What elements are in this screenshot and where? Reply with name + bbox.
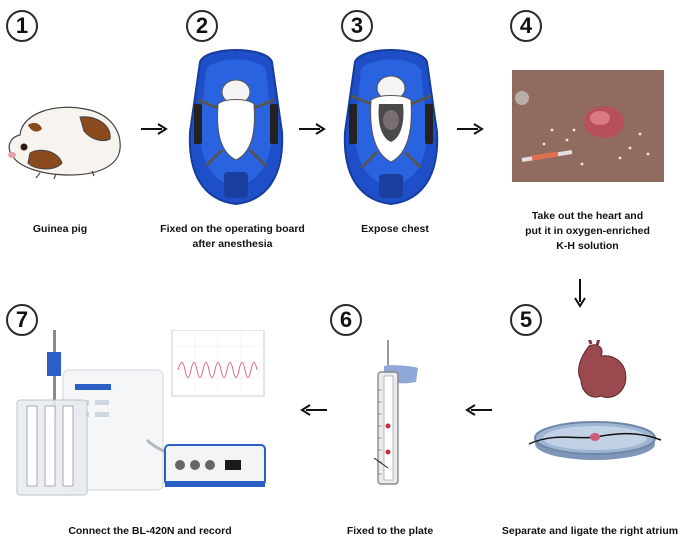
step-3-number: 3 <box>341 10 373 42</box>
step-5-label: Separate and ligate the right atrium <box>501 525 679 537</box>
arrow-right-icon <box>141 123 168 135</box>
step-1-number: 1 <box>6 10 38 42</box>
organ-bath-tube-illustration <box>373 340 418 485</box>
arrow-left-icon <box>465 404 492 416</box>
step-5-number: 5 <box>510 304 542 336</box>
step-7-number: 7 <box>6 304 38 336</box>
step-3-label: Expose chest <box>361 223 429 235</box>
guinea-pig-illustration <box>8 106 121 180</box>
arrow-right-icon <box>457 123 484 135</box>
step-7-label: Connect the BL-420N and record <box>68 525 232 537</box>
step-6-number: 6 <box>330 304 362 336</box>
step-1-label: Guinea pig <box>32 223 88 235</box>
opened-chest-illustration <box>343 49 439 206</box>
bl420n-recording-setup-illustration <box>16 330 266 496</box>
arrow-right-icon <box>299 123 326 135</box>
operating-board-illustration <box>188 49 284 206</box>
step-6-label: Fixed to the plate <box>346 525 434 537</box>
step-2-number: 2 <box>186 10 218 42</box>
step-4-number: 4 <box>510 10 542 42</box>
heart-in-solution-photo <box>512 70 664 182</box>
heart-and-petri-dish-illustration <box>528 340 662 460</box>
arrow-left-icon <box>300 404 327 416</box>
arrow-down-icon <box>574 279 586 308</box>
